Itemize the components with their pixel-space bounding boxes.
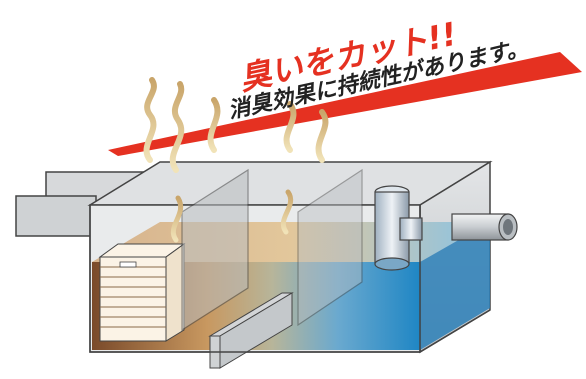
odor-wisp-icon — [143, 77, 329, 243]
red-swoosh — [108, 52, 582, 156]
stacked-filter-pads — [98, 243, 186, 342]
partition-walls — [181, 168, 363, 369]
outlet-pipe — [451, 213, 518, 241]
t-pipe-fitting — [374, 185, 423, 271]
